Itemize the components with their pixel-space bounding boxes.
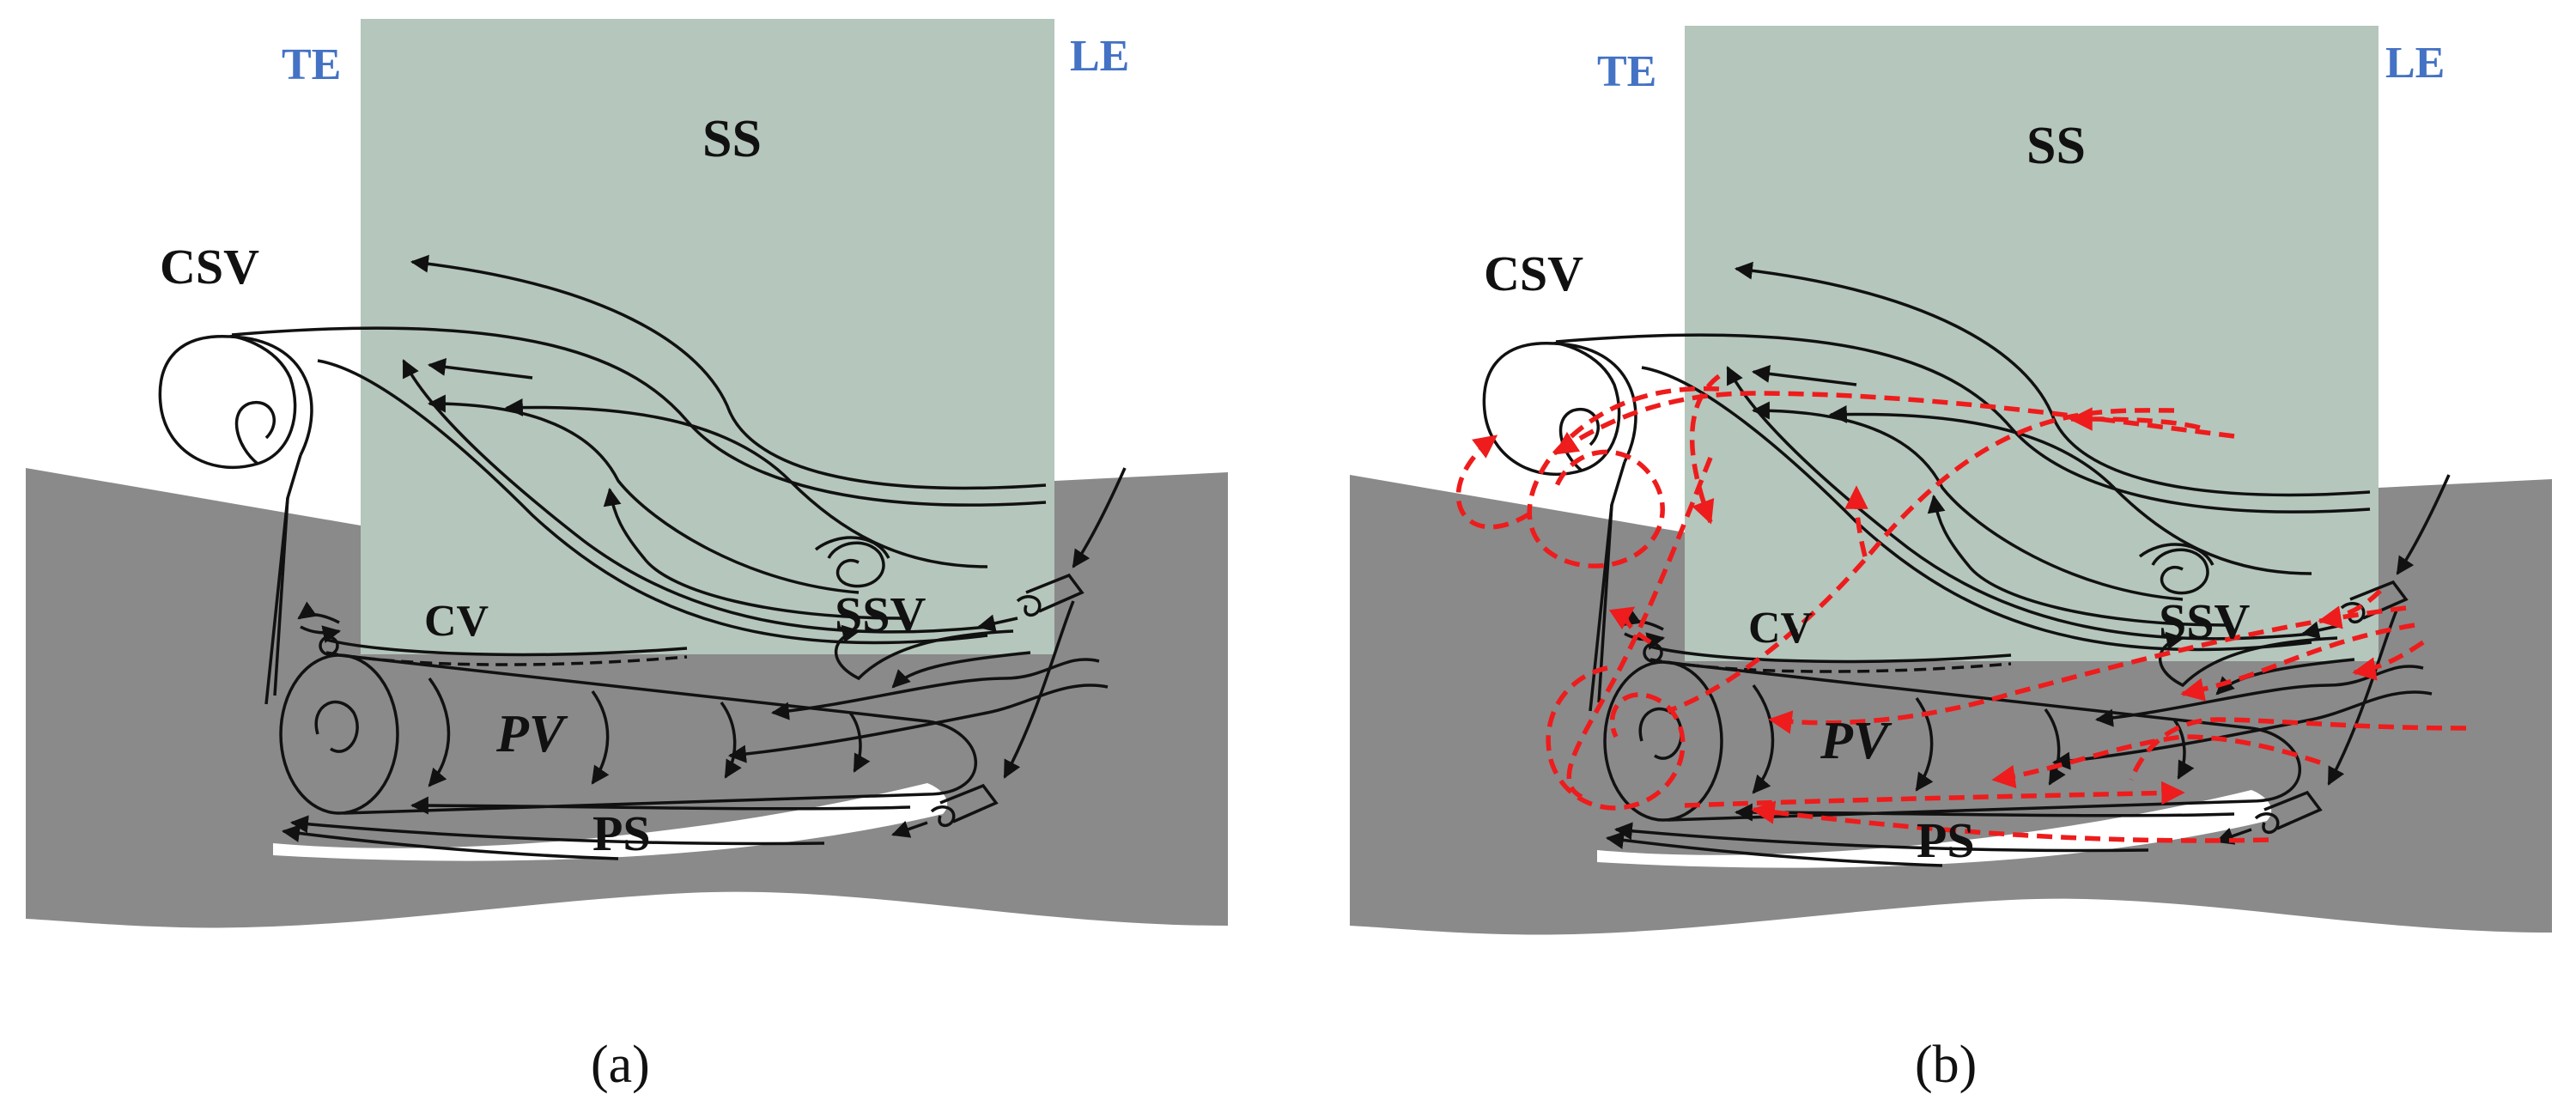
label-le: LE xyxy=(2385,39,2445,88)
label-ss: SS xyxy=(2026,117,2086,175)
label-te: TE xyxy=(282,40,341,89)
label-csv: CSV xyxy=(160,239,259,295)
label-ssv: SSV xyxy=(2159,593,2251,649)
label-pv: PV xyxy=(1820,712,1893,770)
label-pv: PV xyxy=(495,705,568,763)
label-cv: CV xyxy=(1748,604,1813,653)
label-te: TE xyxy=(1597,47,1656,96)
label-ss: SS xyxy=(702,110,762,168)
caption-b: (b) xyxy=(1915,1036,1977,1094)
label-ssv: SSV xyxy=(835,586,927,642)
label-cv: CV xyxy=(424,597,489,646)
label-le: LE xyxy=(1070,32,1129,81)
label-csv: CSV xyxy=(1484,246,1583,301)
panel-a: TE LE SS CSV CV SSV PV PS (a) xyxy=(26,19,1228,1094)
label-ps: PS xyxy=(1917,812,1975,868)
panel-b: TE LE SS CSV CV SSV PV PS (b) xyxy=(1350,26,2552,1094)
caption-a: (a) xyxy=(591,1036,650,1094)
label-ps: PS xyxy=(592,805,651,861)
